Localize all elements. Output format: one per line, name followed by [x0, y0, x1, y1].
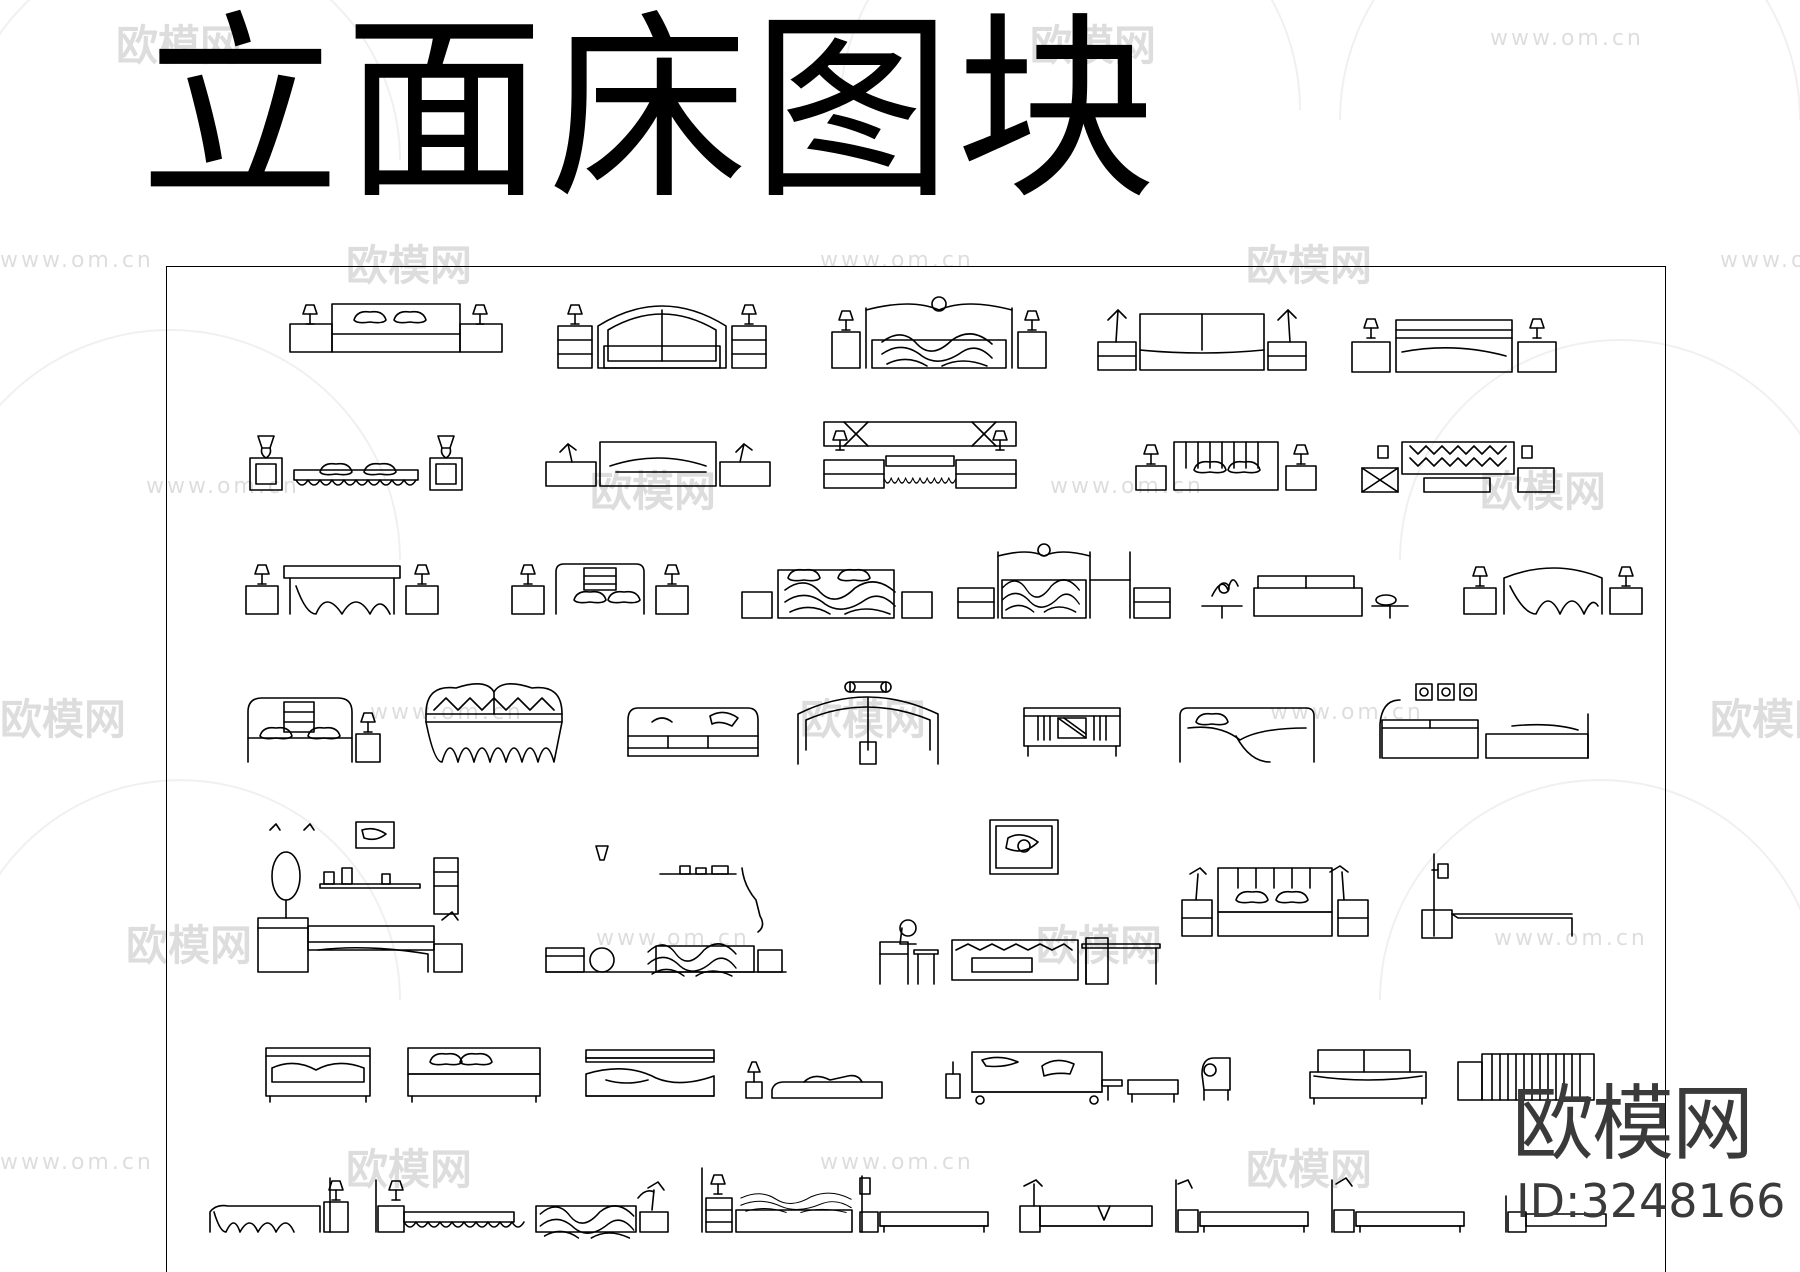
bed-block-slat-bed-nightstands	[1351, 318, 1557, 373]
bed-block-daybed-d	[1331, 1177, 1465, 1233]
bed-block-ornate-carved-bed	[831, 296, 1047, 369]
bed-block-low-platform-bed	[627, 707, 759, 757]
bed-block-box-bed	[407, 1047, 541, 1103]
bed-block-bed-nightstands-lamps	[289, 303, 503, 353]
bed-block-arched-bed-drawers	[557, 304, 767, 369]
bed-block-bed-desk-lamps	[1097, 309, 1307, 371]
bed-block-draped-bed-lamps	[245, 564, 439, 615]
bed-block-basket-shelf-bed	[545, 845, 787, 977]
bed-block-lamp-skirted-bed	[375, 1179, 525, 1233]
page-title: 立面床图块	[140, 0, 1161, 227]
bed-block-low-bed-lamp	[745, 1061, 883, 1099]
bed-block-carved-bed-nightstands	[741, 568, 933, 619]
watermark-url: www.om.cn	[1490, 26, 1644, 51]
bed-elevation-drawing	[209, 296, 1643, 1239]
bed-block-arched-skirted-bed	[1463, 566, 1643, 615]
bed-block-skirted-bed-urn-lamps	[249, 435, 463, 491]
bed-block-bed-reading-lamps	[545, 441, 771, 487]
bed-block-daybed-b	[1019, 1179, 1153, 1233]
watermark-url: www.om.cn	[1720, 248, 1800, 273]
bed-block-carved-side-bed	[535, 1181, 669, 1239]
bed-block-blanket-bed	[585, 1049, 715, 1097]
bed-block-lamp-daybed	[1421, 853, 1573, 939]
bed-block-small-panel-bed	[1023, 707, 1121, 757]
bed-block-drawer-bed	[701, 1167, 853, 1233]
watermark-url: www.om.cn	[0, 1150, 154, 1175]
bed-block-curved-sofa-bed	[1179, 707, 1315, 763]
bed-block-vanity-with-bed	[257, 821, 463, 973]
bed-block-daybed-e	[1505, 1195, 1607, 1233]
bed-block-desk-sofa-bed	[879, 819, 1161, 985]
bed-block-cushion-bed	[1309, 1049, 1427, 1105]
watermark-url: www.om.cn	[0, 248, 154, 273]
bed-block-striped-bed	[1457, 1053, 1595, 1101]
bed-block-wide-headboard-bed	[823, 421, 1017, 489]
bed-block-sofa-bed-side-tables	[1201, 575, 1409, 619]
bed-block-sofa-and-bed-frames	[1379, 683, 1589, 759]
drawing-frame	[166, 266, 1666, 1272]
brand-logo-text: 欧模网	[1512, 1077, 1754, 1172]
bed-block-draped-side-bed	[209, 1177, 349, 1233]
bed-block-pillow-bed	[265, 1047, 371, 1103]
watermark-brand: 欧模网	[0, 695, 127, 744]
asset-id-label: ID:3248166	[1516, 1174, 1786, 1228]
bed-block-sofa-cart-ottoman	[945, 1051, 1231, 1105]
bed-block-bed-bookcase	[247, 697, 381, 763]
bed-block-daybed-c	[1175, 1179, 1309, 1233]
bed-block-lattice-headboard-bed	[1361, 441, 1555, 493]
bed-block-panel-bed-lamps	[511, 563, 689, 615]
bed-block-canopy-ornate-bed	[957, 543, 1171, 619]
bed-block-tufted-skirted-bed	[425, 683, 563, 763]
bed-block-bed-shelf-lamps	[1181, 865, 1369, 937]
bed-block-daybed-a	[859, 1175, 989, 1233]
watermark-brand: 欧模网	[1710, 695, 1800, 744]
bed-block-slatted-headboard-bed	[1135, 441, 1317, 491]
bed-block-arched-bed-sconce	[797, 681, 939, 765]
